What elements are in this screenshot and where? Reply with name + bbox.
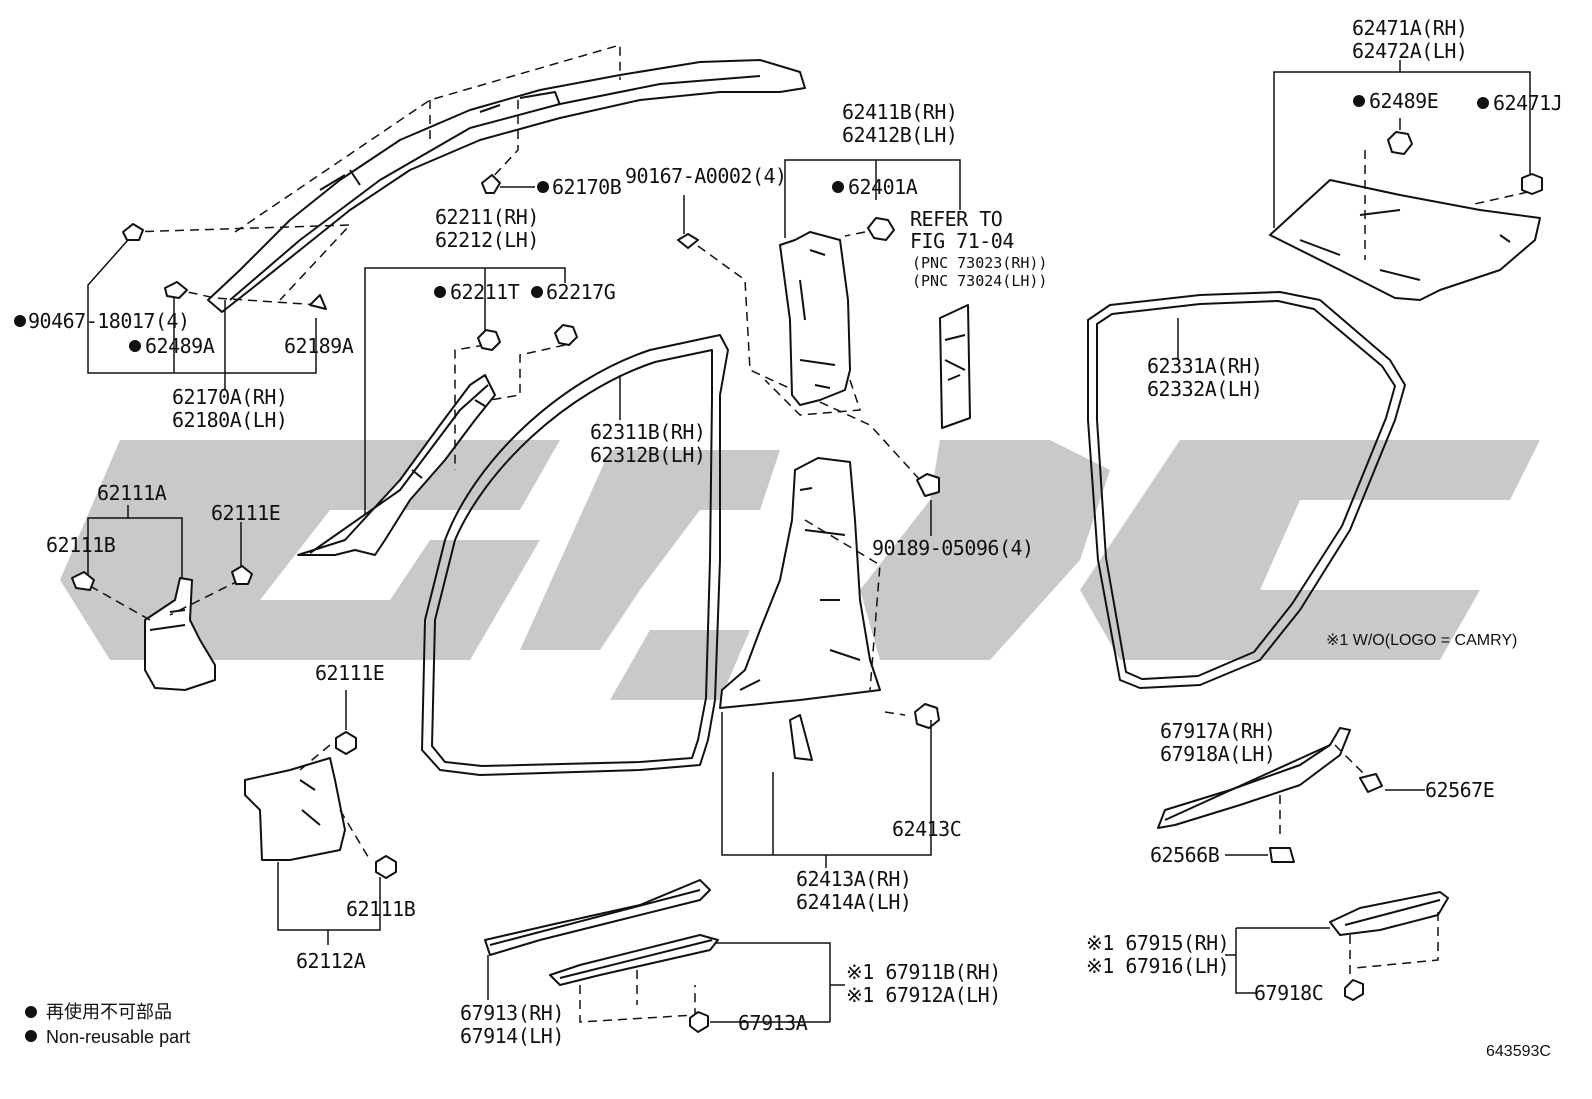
clip-icon: [867, 217, 895, 241]
label-90189: 90189-05096(4): [872, 536, 1034, 560]
label-62170A: 62170A(RH): [172, 385, 287, 409]
label-62311B: 62311B(RH): [590, 420, 705, 444]
clip-icon: [1344, 979, 1364, 1001]
front-pillar-garnish-part: [297, 374, 496, 556]
label-67915: ※1 67915(RH): [1086, 931, 1229, 955]
label-62331A: 62331A(RH): [1147, 354, 1262, 378]
label-62412B: 62412B(LH): [842, 123, 957, 147]
label-62413C: 62413C: [892, 817, 961, 841]
rear-scuff-plate: [1225, 891, 1449, 994]
label-62489A: 62489A: [145, 334, 215, 358]
clip-icon: [477, 324, 578, 351]
roof-side-rail-part: [207, 59, 806, 313]
label-62211T: 62211T: [450, 280, 520, 304]
label-62111A: 62111A: [97, 481, 167, 505]
leader-lines-62170A: [87, 186, 535, 390]
b-pillar-lower-garnish: [719, 457, 881, 761]
clip-icon: [689, 1011, 709, 1033]
roof-side-inner-garnish: [1269, 150, 1541, 301]
b-pillar-upper-garnish: [764, 231, 862, 416]
label-62566B: 62566B: [1150, 843, 1220, 867]
label-67918C: 67918C: [1254, 981, 1323, 1005]
label-67913A: 67913A: [738, 1011, 808, 1035]
legend-jp: 再使用不可部品: [46, 1002, 172, 1022]
front-scuff-plate: [484, 879, 711, 1000]
label-62111E-upper: 62111E: [211, 501, 280, 525]
label-62567E: 62567E: [1425, 778, 1494, 802]
rear-door-weatherstrip: [1087, 291, 1406, 689]
front-door-weatherstrip: [421, 334, 729, 776]
label-67913-rh: 67913(RH): [460, 1001, 564, 1025]
label-refer-to: REFER TO: [910, 207, 1002, 231]
rear-quarter-bracket: [1273, 60, 1531, 228]
label-refer-pnc-rh: (PNC 73023(RH)): [912, 254, 1047, 272]
figure-id: 643593C: [1486, 1043, 1551, 1060]
label-62112A: 62112A: [296, 949, 366, 973]
label-62111E-lower: 62111E: [315, 661, 384, 685]
label-62211-rh: 62211(RH): [435, 205, 539, 229]
non-reusable-marker: [14, 95, 1489, 1042]
front-scuff-plate-outer: [549, 934, 845, 1023]
label-62414A: 62414A(LH): [796, 890, 911, 914]
label-67917A: 67917A(RH): [1160, 719, 1275, 743]
label-62471A: 62471A(RH): [1352, 16, 1467, 40]
label-62217G: 62217G: [546, 280, 615, 304]
a-pillar-bracket: [364, 267, 566, 515]
label-62472A: 62472A(LH): [1352, 39, 1467, 63]
clip-icon: [71, 565, 253, 591]
cowl-side-trim: [87, 505, 242, 691]
label-67918A: 67918A(LH): [1160, 742, 1275, 766]
label-62170B: 62170B: [552, 175, 622, 199]
label-67912A: ※1 67912A(LH): [846, 983, 1001, 1007]
part-labels: 90467-18017(4) 62489A 62189A 62170A(RH) …: [28, 16, 1563, 1048]
label-62471J: 62471J: [1493, 91, 1562, 115]
clip-icon: [1387, 131, 1543, 195]
label-62332A: 62332A(LH): [1147, 377, 1262, 401]
clip-icon: [335, 731, 397, 879]
label-refer-fig: FIG 71-04: [910, 229, 1014, 253]
label-62189A: 62189A: [284, 334, 354, 358]
label-90467: 90467-18017(4): [28, 309, 190, 333]
legend: 再使用不可部品 Non-reusable part: [46, 1002, 190, 1047]
label-67916: ※1 67916(LH): [1086, 954, 1229, 978]
clip-icon: [914, 473, 940, 729]
rear-door-scuff-plate: [1157, 727, 1425, 856]
label-62180A: 62180A(LH): [172, 408, 287, 432]
label-62413A: 62413A(RH): [796, 867, 911, 891]
roof-rail-dashes: [129, 44, 621, 306]
label-62411B: 62411B(RH): [842, 100, 957, 124]
bolt-icon: [677, 195, 921, 481]
label-90167: 90167-A0002(4): [625, 164, 787, 188]
clip-icon: [122, 174, 501, 310]
reference-part-71-04: [939, 304, 971, 429]
label-refer-pnc-lh: (PNC 73024(LH)): [912, 272, 1047, 290]
clip-icon: [1269, 773, 1383, 863]
b-pillar-lower-bracket: [721, 500, 932, 868]
label-62312B: 62312B(LH): [590, 443, 705, 467]
label-62489E: 62489E: [1369, 89, 1438, 113]
front-door-scuff-kick-panel: [244, 690, 381, 945]
label-62111B-lower: 62111B: [346, 897, 416, 921]
legend-en: Non-reusable part: [46, 1027, 190, 1047]
label-62111B-upper: 62111B: [46, 533, 116, 557]
label-62212-lh: 62212(LH): [435, 228, 539, 252]
label-62401A: 62401A: [848, 175, 918, 199]
note-wo-logo: ※1 W/O(LOGO = CAMRY): [1326, 632, 1517, 649]
label-67911B: ※1 67911B(RH): [846, 960, 1001, 984]
b-pillar-bracket: [784, 159, 961, 238]
label-67914-lh: 67914(LH): [460, 1024, 564, 1048]
